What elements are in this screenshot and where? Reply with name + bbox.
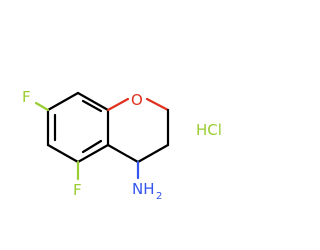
amine-subscript: 2 [156, 191, 162, 202]
bond-c3-c4 [136, 143, 170, 164]
bond-o-c2 [145, 97, 170, 112]
oxygen-label: O [131, 91, 143, 109]
aromatic-bond-inner-2 [81, 139, 103, 154]
structure-canvas: O F F NH 2 HCl [22, 88, 222, 202]
salt-label: HCl [196, 121, 222, 139]
fluorine-label-top: F [22, 88, 31, 106]
molecule-diagram: O F F NH 2 HCl [22, 88, 222, 202]
aromatic-bond-inner-1 [81, 99, 103, 113]
amine-label: NH [132, 180, 155, 198]
bond-c5-c6 [46, 143, 80, 164]
bond-c8a-o [106, 97, 130, 112]
bond-c8-c8a [76, 91, 110, 112]
bond-c7-f [34, 101, 50, 112]
fluorine-label-bottom: F [73, 181, 82, 199]
bond-c4a-c5 [76, 143, 110, 164]
bond-c7-c8 [46, 91, 80, 112]
bond-c4-c4a [106, 143, 140, 164]
